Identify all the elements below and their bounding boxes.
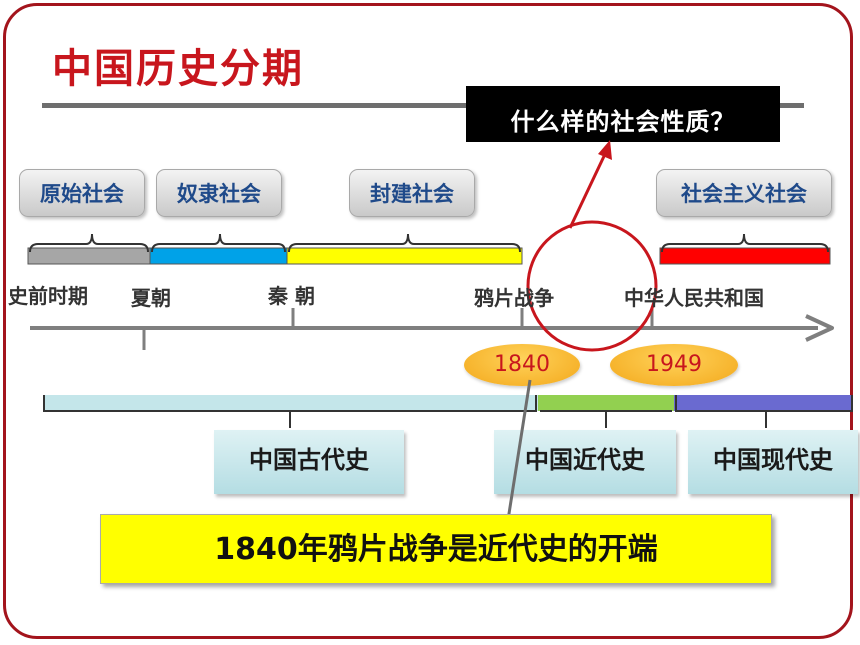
period-label-opium-war: 鸦片战争 — [474, 286, 554, 310]
period-label-prehistory: 史前时期 — [8, 284, 88, 308]
history-label-contemporary: 中国现代史 — [688, 430, 858, 494]
history-label-modern: 中国近代史 — [494, 430, 676, 494]
history-bar-contemporary — [674, 395, 852, 411]
era-bar-socialist — [659, 247, 831, 265]
period-label-xia: 夏朝 — [131, 286, 171, 310]
conclusion-pointer-line — [506, 379, 532, 521]
question-pointer-arrow — [568, 140, 612, 229]
history-bar-modern — [538, 395, 674, 411]
brace-contemporary — [675, 395, 853, 428]
era-bar-feudal — [286, 247, 523, 265]
history-braces — [43, 395, 853, 428]
history-bar-ancient — [44, 395, 538, 411]
period-label-prc: 中华人民共和国 — [624, 286, 764, 310]
history-bars — [44, 395, 852, 411]
era-braces — [29, 233, 829, 253]
question-box: 什么样的社会性质？ — [466, 86, 780, 142]
era-label-slavery: 奴隶社会 — [156, 169, 282, 217]
era-label-socialist: 社会主义社会 — [656, 169, 832, 217]
slide-title: 中国历史分期 — [52, 46, 304, 92]
history-label-ancient: 中国古代史 — [214, 430, 404, 494]
brace-ancient — [43, 395, 537, 428]
slide-frame — [3, 3, 853, 639]
brace-primitive — [29, 233, 149, 253]
brace-socialist — [661, 233, 829, 253]
era-bars — [27, 247, 831, 265]
era-label-feudal: 封建社会 — [349, 169, 475, 217]
year-badge-1949: 1949 — [610, 344, 738, 386]
conclusion-box: 1840年鸦片战争是近代史的开端 — [100, 514, 772, 584]
brace-slavery — [151, 233, 286, 253]
brace-modern — [540, 410, 672, 428]
highlight-circle — [526, 220, 658, 352]
title-divider — [42, 103, 804, 108]
period-label-qin: 秦 朝 — [268, 284, 315, 308]
year-badge-1840: 1840 — [464, 344, 580, 386]
brace-feudal — [288, 233, 521, 253]
era-label-primitive: 原始社会 — [19, 169, 145, 217]
